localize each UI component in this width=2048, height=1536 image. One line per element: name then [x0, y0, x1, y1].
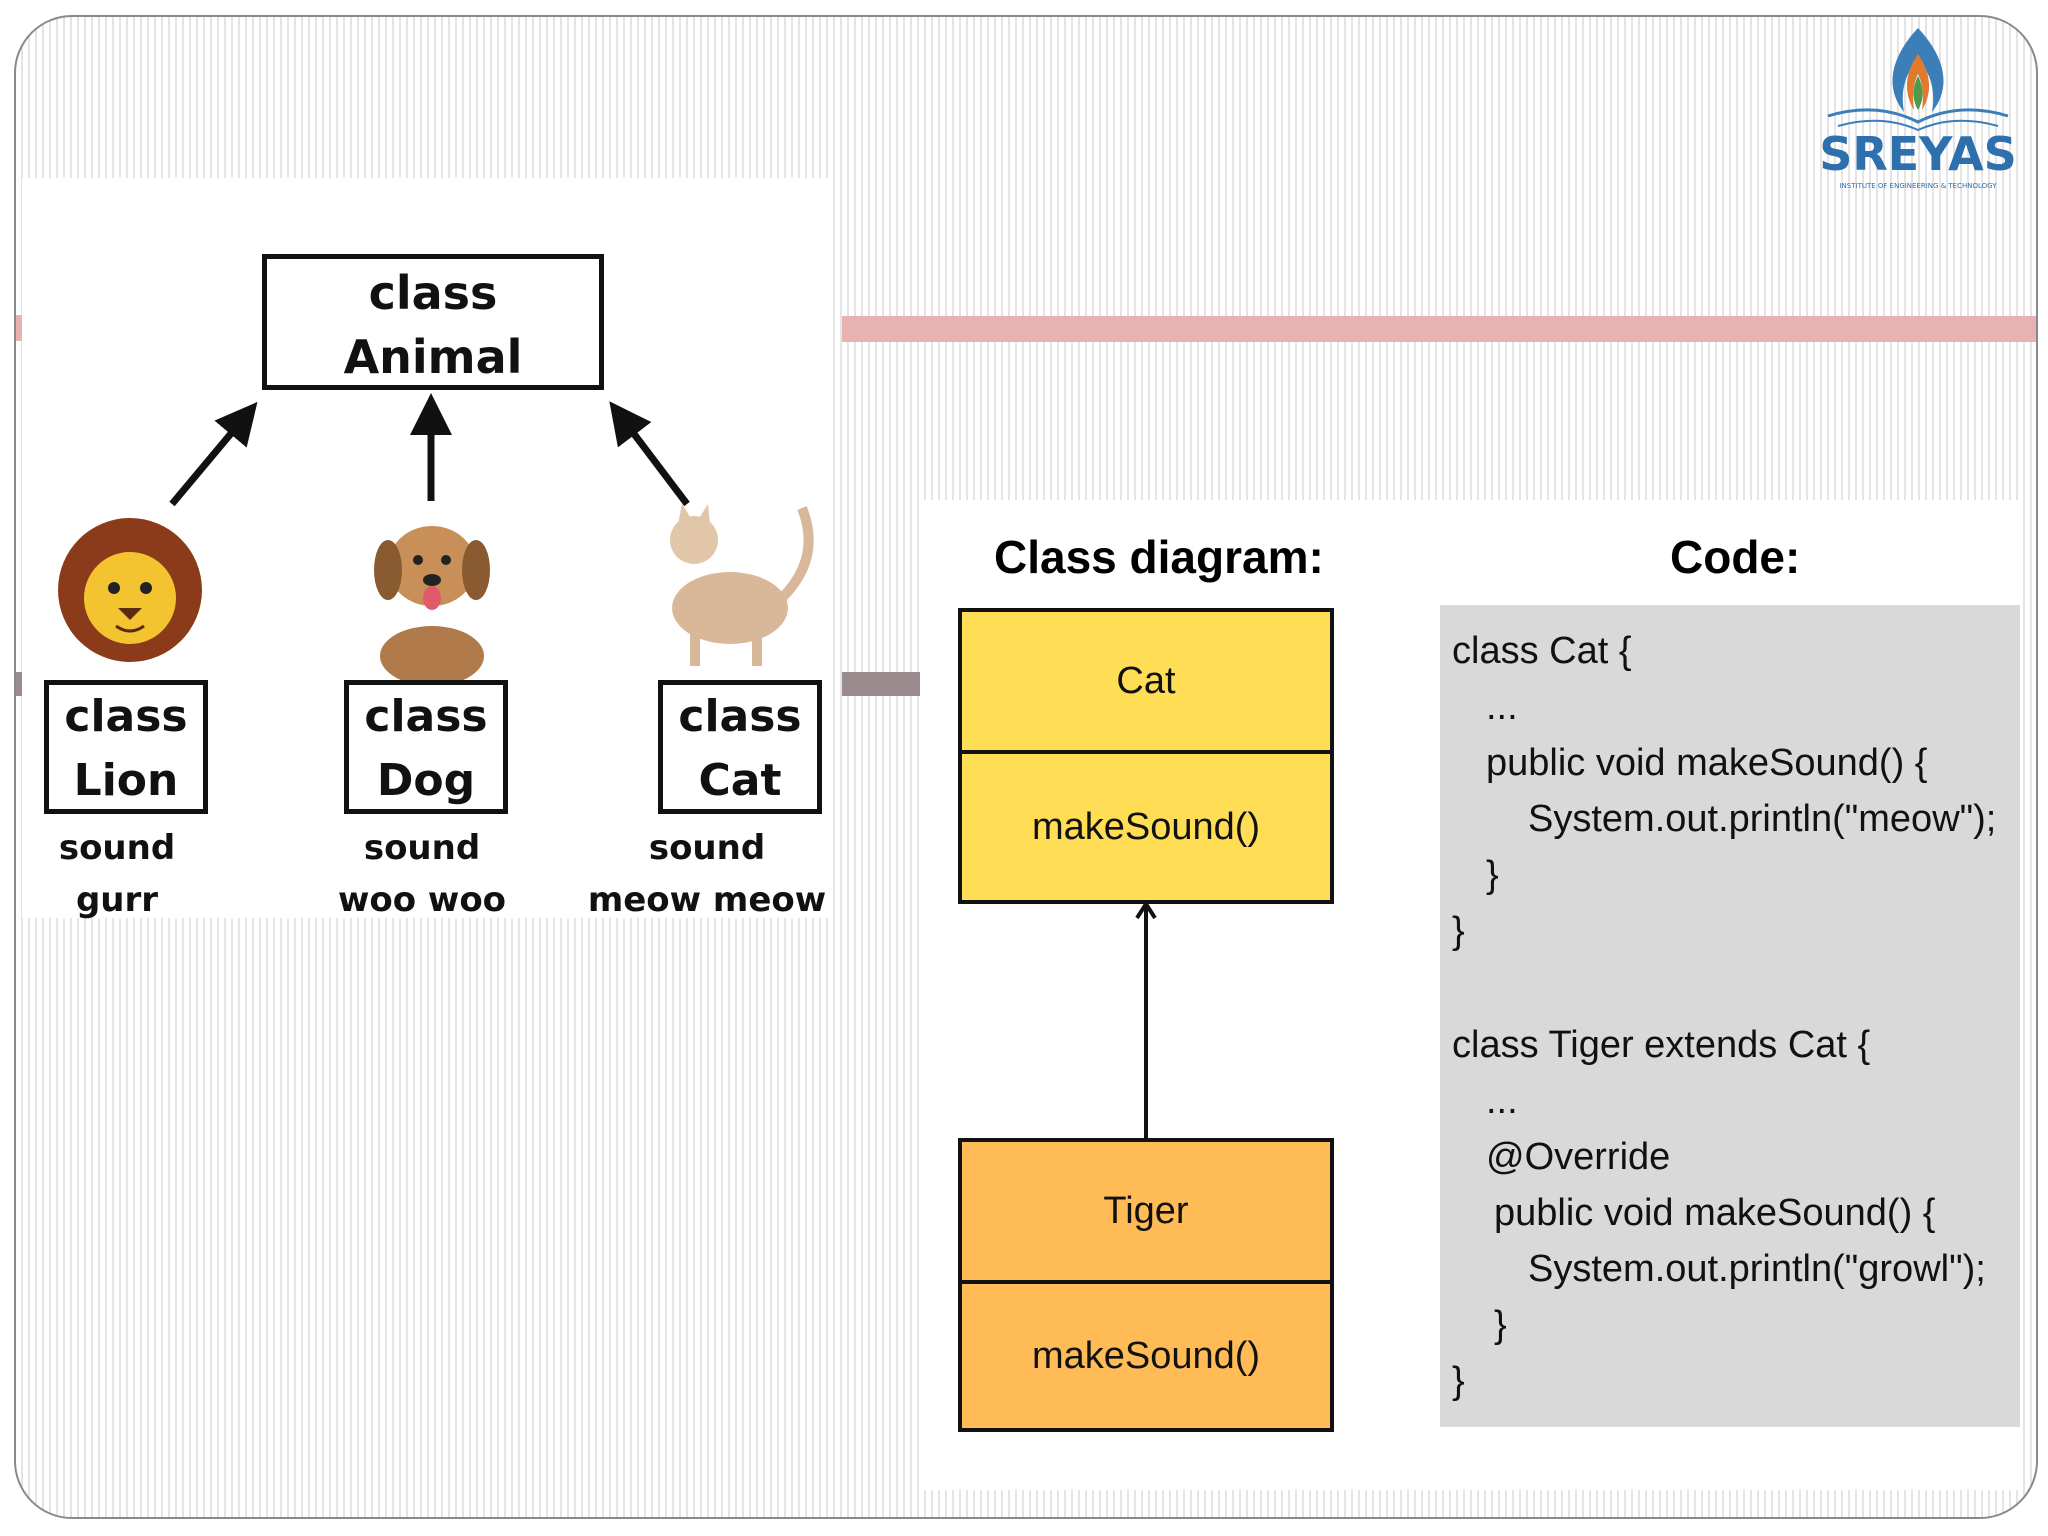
- class-dog-box: class Dog: [344, 680, 508, 814]
- code-line: class Tiger extends Cat {: [1452, 1024, 1871, 1066]
- code-line: ...: [1486, 1080, 1518, 1122]
- class-name: Cat: [698, 755, 782, 806]
- class-lion-box: class Lion: [44, 680, 208, 814]
- code-line: ...: [1486, 686, 1518, 728]
- uml-class-name: Cat: [962, 612, 1330, 754]
- arrow-cat-to-animal: [609, 401, 690, 507]
- dog-icon: [374, 526, 490, 686]
- code-line: @Override: [1486, 1136, 1671, 1178]
- code-block: class Cat { ... public void makeSound() …: [1440, 605, 2020, 1427]
- class-keyword: class: [678, 691, 802, 742]
- code-heading: Code:: [1670, 531, 1801, 583]
- uml-method: makeSound(): [1031, 805, 1261, 848]
- code-line: }: [1494, 1304, 1507, 1346]
- lion-sound-label: sound: [58, 828, 176, 868]
- code-line: }: [1452, 1360, 1465, 1402]
- class-cat-box: class Cat: [658, 680, 822, 814]
- uml-class-name: Tiger: [962, 1142, 1330, 1284]
- lion-icon: [58, 518, 202, 662]
- logo-text: SREYAS: [1819, 127, 2017, 181]
- lion-sound-value: gurr: [75, 880, 159, 920]
- accent-bar-pink: [842, 316, 2036, 342]
- class-name: Animal: [343, 330, 523, 384]
- code-line: System.out.println("growl");: [1528, 1248, 1986, 1290]
- class-keyword: class: [64, 691, 188, 742]
- class-name: Dog: [376, 755, 476, 806]
- cat-sound-label: sound: [648, 828, 766, 868]
- inheritance-arrows: [58, 393, 814, 686]
- arrow-lion-to-animal: [169, 401, 258, 507]
- uml-class-cat: Cat makeSound(): [958, 608, 1334, 904]
- class-keyword: class: [364, 691, 488, 742]
- code-line: public void makeSound() {: [1486, 742, 1928, 784]
- class-name: Lion: [73, 755, 179, 806]
- class-animal-box: class Animal: [262, 254, 604, 390]
- logo-flame-icon: SREYAS INSTITUTE OF ENGINEERING & TECHNO…: [1819, 28, 2017, 190]
- cat-sound-value: meow meow: [587, 880, 827, 920]
- code-line: class Cat {: [1452, 630, 1632, 672]
- animal-inheritance-panel: class Animal: [22, 178, 832, 920]
- sreyas-logo: SREYAS INSTITUTE OF ENGINEERING & TECHNO…: [1808, 20, 2028, 200]
- cat-icon: [670, 504, 814, 666]
- dog-sound-label: sound: [363, 828, 481, 868]
- uml-inheritance-arrow: [1135, 900, 1157, 1140]
- uml-class-tiger: Tiger makeSound(): [958, 1138, 1334, 1432]
- code-line: public void makeSound() {: [1494, 1192, 1936, 1234]
- uml-method: makeSound(): [1031, 1334, 1261, 1377]
- code-line: }: [1486, 854, 1499, 896]
- logo-tagline: INSTITUTE OF ENGINEERING & TECHNOLOGY: [1839, 182, 1997, 190]
- class-diagram-heading: Class diagram:: [994, 531, 1324, 583]
- class-keyword: class: [368, 266, 498, 320]
- code-line: System.out.println("meow");: [1528, 798, 1997, 840]
- code-line: }: [1452, 910, 1465, 952]
- dog-sound-value: woo woo: [337, 880, 507, 920]
